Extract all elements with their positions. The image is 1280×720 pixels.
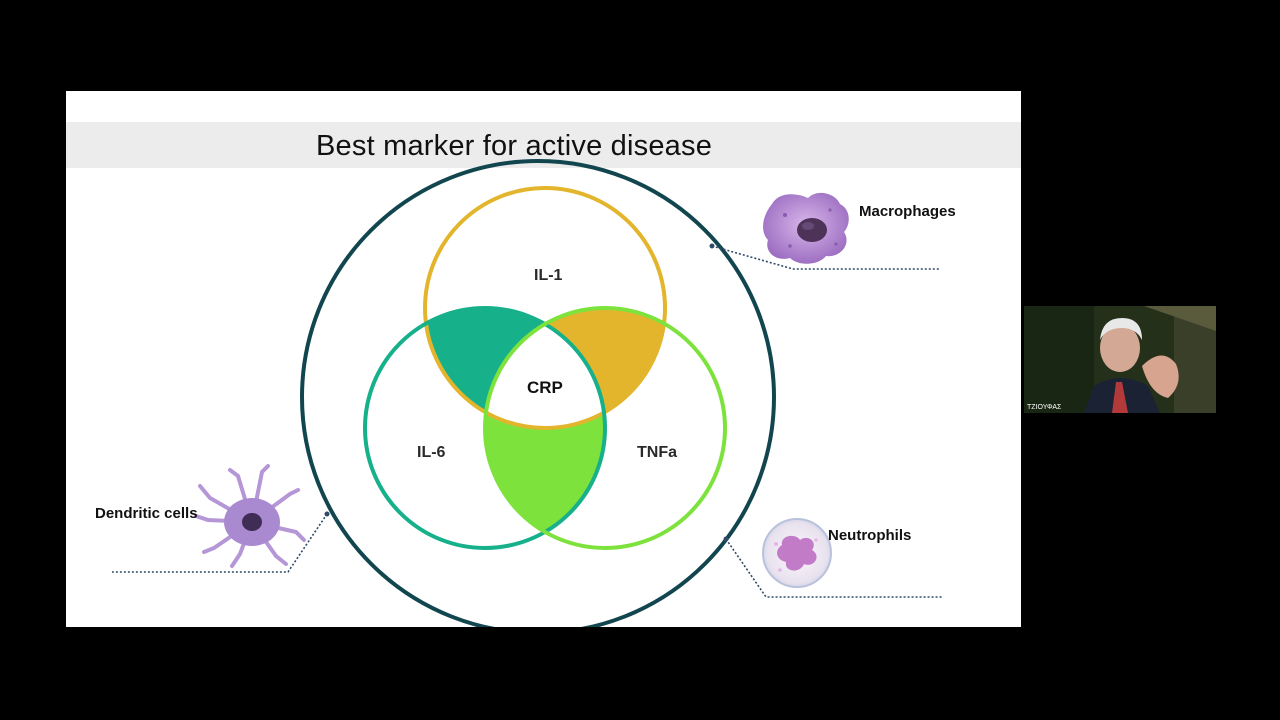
il6-label: IL-6: [417, 444, 446, 461]
macrophages-label: Macrophages: [859, 203, 956, 220]
il1-tnfa-overlap: [485, 308, 665, 428]
tnfa-label: TNFa: [637, 444, 677, 461]
dendritic-connector: [112, 511, 330, 573]
crp-center: [485, 308, 605, 428]
crp-label: CRP: [527, 378, 563, 397]
presentation-slide: Best marker for active disease: [66, 91, 1021, 627]
il1-label: IL-1: [534, 267, 563, 284]
venn-diagram: [112, 159, 942, 627]
outer-ring: [300, 159, 776, 627]
il6-circle: [363, 306, 607, 550]
il1-il6-overlap: [425, 308, 605, 428]
neutrophil-connector: [723, 536, 942, 598]
neutrophil-icon: [762, 518, 832, 588]
macrophage-connector: [709, 243, 940, 270]
macrophage-icon: [763, 192, 849, 264]
participant-video-tile[interactable]: ΤΖΙΟΥΦΑΣ: [1024, 306, 1216, 413]
participant-video-feed: [1024, 306, 1216, 413]
slide-title: Best marker for active disease: [316, 130, 713, 162]
tnfa-circle: [483, 306, 727, 550]
dendritic-cell-body: [224, 498, 280, 546]
il1-circle: [423, 186, 667, 430]
participant-name: ΤΖΙΟΥΦΑΣ: [1027, 404, 1062, 411]
neutrophils-label: Neutrophils: [828, 527, 912, 544]
dendritic-cells-label: Dendritic cells: [95, 505, 198, 522]
